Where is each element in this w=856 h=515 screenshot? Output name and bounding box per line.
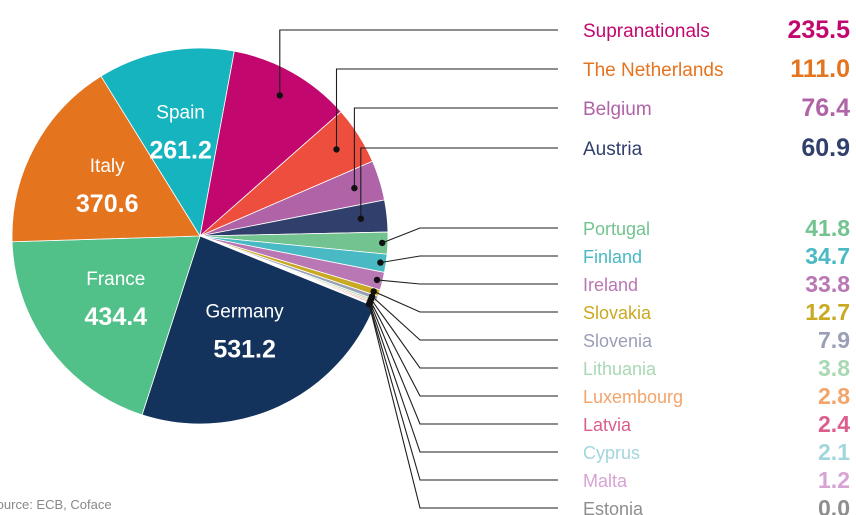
legend-name-luxembourg: Luxembourg: [583, 387, 683, 407]
slice-spain: [100, 47, 235, 238]
leader-dot-the-netherlands: [333, 146, 340, 153]
slice-name-germany: Germany: [206, 301, 285, 322]
leader-supranationals: [279, 29, 558, 96]
pie-slices: [11, 47, 389, 425]
legend-name-slovakia: Slovakia: [583, 303, 652, 323]
leader-portugal: [381, 227, 558, 244]
leader-estonia: [368, 304, 558, 509]
leader-malta: [368, 303, 558, 481]
legend-value-slovakia: 12.7: [805, 299, 850, 325]
legend-value-finland: 34.7: [805, 243, 850, 269]
legend-value-malta: 1.2: [818, 467, 850, 493]
leader-dot-slovakia: [370, 288, 377, 295]
legend-value-latvia: 2.4: [818, 411, 850, 437]
legend-value-supranationals: 235.5: [787, 16, 850, 44]
legend-name-portugal: Portugal: [583, 219, 650, 239]
slice-value-france: 434.4: [85, 303, 148, 331]
slice-supranationals: [199, 50, 342, 238]
legend-name-belgium: Belgium: [583, 99, 652, 120]
leader-luxembourg: [369, 300, 558, 397]
leader-slovenia: [371, 295, 558, 341]
leader-dot-portugal: [379, 239, 386, 247]
slice-france: [11, 235, 201, 416]
source-note: Source: ECB, Coface: [0, 497, 112, 512]
legend-value-portugal: 41.8: [805, 215, 850, 241]
leader-belgium: [353, 107, 558, 189]
legend-name-malta: Malta: [583, 471, 628, 491]
legend-name-ireland: Ireland: [583, 275, 638, 295]
legend-name-cyprus: Cyprus: [583, 443, 640, 463]
slice-value-spain: 261.2: [149, 137, 212, 165]
leader-austria: [360, 147, 558, 219]
leader-latvia: [369, 301, 558, 425]
leader-the-netherlands: [335, 68, 558, 150]
leader-lines: [276, 29, 558, 509]
legend-name-estonia: Estonia: [583, 499, 644, 515]
slice-value-germany: 531.2: [213, 335, 276, 363]
leader-dot-ireland: [373, 276, 381, 284]
legend-name-austria: Austria: [583, 139, 643, 160]
legend-value-austria: 60.9: [801, 134, 850, 162]
leader-dot-belgium: [351, 184, 358, 192]
slice-name-spain: Spain: [156, 103, 205, 124]
leader-ireland: [376, 279, 558, 285]
legend-value-estonia: 0.0: [818, 495, 850, 515]
legend-name-the-netherlands: The Netherlands: [583, 60, 723, 81]
legend-name-lithuania: Lithuania: [583, 359, 657, 379]
leader-lithuania: [370, 298, 558, 369]
leader-cyprus: [368, 303, 558, 453]
slice-value-italy: 370.6: [76, 190, 139, 218]
slice-name-italy: Italy: [90, 156, 125, 177]
slice-germany: [141, 235, 375, 425]
legend-value-cyprus: 2.1: [818, 439, 850, 465]
leader-finland: [380, 255, 558, 264]
legend-name-finland: Finland: [583, 247, 642, 267]
leader-slovakia: [373, 290, 558, 313]
leader-dot-austria: [357, 215, 364, 222]
slice-italy: [11, 75, 201, 243]
legend-name-slovenia: Slovenia: [583, 331, 653, 351]
legend-value-slovenia: 7.9: [818, 327, 850, 353]
legend-name-latvia: Latvia: [583, 415, 632, 435]
leader-dot-finland: [377, 259, 384, 266]
legend-value-the-netherlands: 111.0: [790, 55, 850, 83]
legend-value-luxembourg: 2.8: [818, 383, 850, 409]
legend-value-belgium: 76.4: [801, 94, 850, 122]
legend-value-lithuania: 3.8: [818, 355, 850, 381]
slice-name-france: France: [86, 269, 145, 290]
inside-labels: Germany 531.2 France 434.4 Italy 370.6 Spain 26…: [76, 103, 284, 364]
legend-value-ireland: 33.8: [805, 271, 850, 297]
legend-name-supranationals: Supranationals: [583, 21, 710, 42]
leader-dot-estonia: [365, 301, 373, 308]
leader-dot-supranationals: [276, 92, 283, 99]
